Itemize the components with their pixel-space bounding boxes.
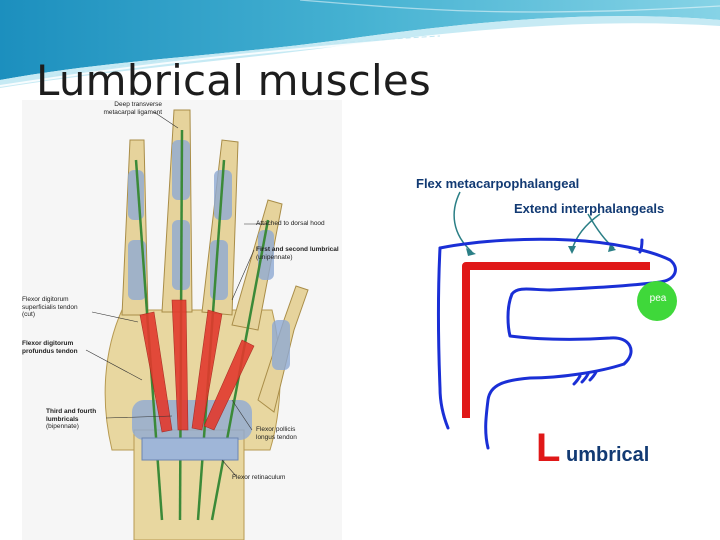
label-flexor-digitorum-superficialis: Flexor digitorum superficialis tendon (c…: [22, 296, 92, 319]
label-third-fourth-lumbricals-sub: (bipennate): [46, 423, 126, 431]
label-flexor-retinaculum: Flexor retinaculum: [232, 474, 302, 482]
label-first-second-lumbrical: First and second lumbrical (unipennate): [256, 246, 346, 261]
label-flexor-pollicis-longus: Flexor pollicis longus tendon: [256, 426, 308, 441]
label-third-fourth-lumbricals-title: Third and fourth lumbricals: [46, 408, 96, 423]
label-first-second-lumbrical-title: First and second lumbrical: [256, 246, 339, 253]
label-first-second-lumbrical-sub: (unipennate): [256, 254, 346, 262]
pea-label: pea: [644, 293, 672, 304]
label-third-fourth-lumbricals: Third and fourth lumbricals (bipennate): [46, 408, 126, 431]
label-attached-dorsal-hood: Attached to dorsal hood: [256, 220, 326, 228]
label-flexor-digitorum-profundus: Flexor digitorum profundus tendon: [22, 340, 92, 355]
lumbrical-initial: L: [536, 428, 560, 468]
label-flex-metacarpophalangeal: Flex metacarpophalangeal: [416, 176, 579, 191]
label-deep-transverse-ligament: Deep transverse metacarpal ligament: [90, 101, 162, 116]
slide-title: Lumbrical muscles: [36, 56, 431, 105]
lumbrical-rest: umbrical: [566, 444, 649, 467]
label-extend-interphalangeals: Extend interphalangeals: [514, 201, 664, 216]
